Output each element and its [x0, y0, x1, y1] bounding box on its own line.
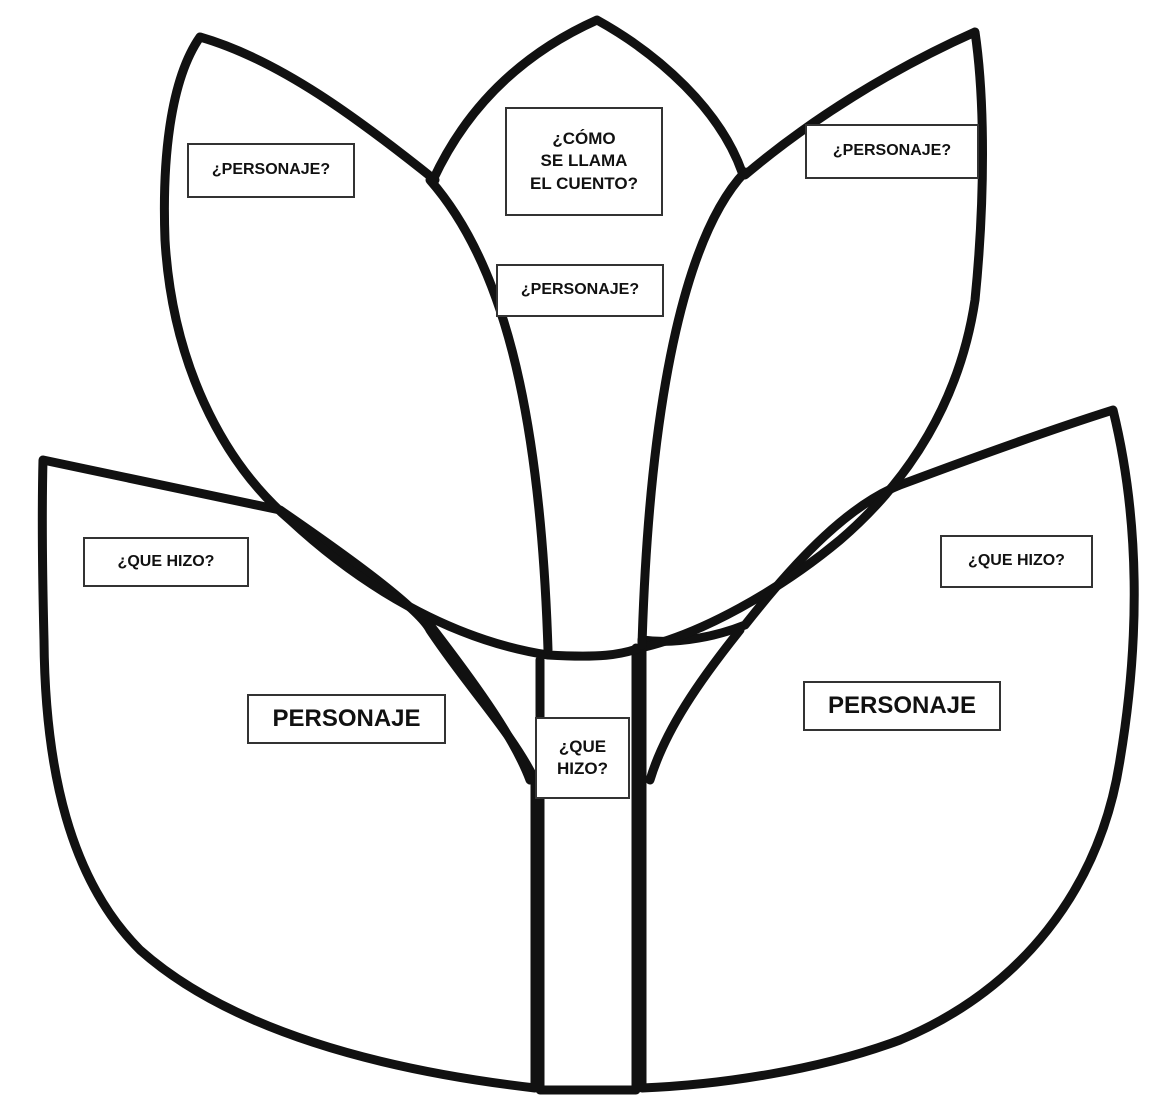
- story-title-line-3: EL CUENTO?: [530, 173, 638, 193]
- left-leaf-inner-line: [425, 620, 535, 785]
- stem-action-line-1: ¿QUE: [558, 736, 607, 756]
- right-leaf-outline: [637, 405, 1139, 1093]
- left-petal-outline: [159, 27, 987, 661]
- right-leaf-action-label: ¿QUE HIZO?: [968, 552, 1065, 570]
- left-inner-petal-line: [425, 175, 553, 655]
- stem-action-box: ¿QUE HIZO?: [535, 717, 630, 799]
- left-petal-character-label: ¿PERSONAJE?: [211, 161, 331, 179]
- left-petal-character-box: ¿PERSONAJE?: [187, 143, 355, 198]
- right-inner-petal-line: [637, 167, 750, 650]
- story-title-box: ¿CÓMO SE LLAMA EL CUENTO?: [505, 107, 663, 216]
- left-leaf-action-label: ¿QUE HIZO?: [117, 552, 215, 570]
- story-title-line-2: SE LLAMA: [540, 151, 628, 171]
- right-petal-character-label: ¿PERSONAJE?: [832, 142, 952, 160]
- right-leaf-inner-line: [645, 625, 745, 785]
- center-petal-character-label: ¿PERSONAJE?: [520, 281, 640, 299]
- story-title-line-1: ¿CÓMO: [552, 129, 616, 149]
- left-leaf-character-label: PERSONAJE: [272, 705, 421, 733]
- stem-action-line-2: HIZO?: [557, 759, 608, 778]
- right-petal-character-box: ¿PERSONAJE?: [805, 124, 979, 179]
- right-leaf-action-box: ¿QUE HIZO?: [940, 535, 1093, 588]
- stem-outline: [535, 643, 641, 1095]
- right-leaf-character-label: PERSONAJE: [827, 692, 977, 720]
- center-petal-outline: [428, 15, 747, 185]
- center-petal-character-box: ¿PERSONAJE?: [496, 264, 664, 317]
- left-leaf-action-box: ¿QUE HIZO?: [83, 537, 249, 587]
- right-leaf-character-box: PERSONAJE: [803, 681, 1001, 731]
- left-leaf-character-box: PERSONAJE: [247, 694, 446, 744]
